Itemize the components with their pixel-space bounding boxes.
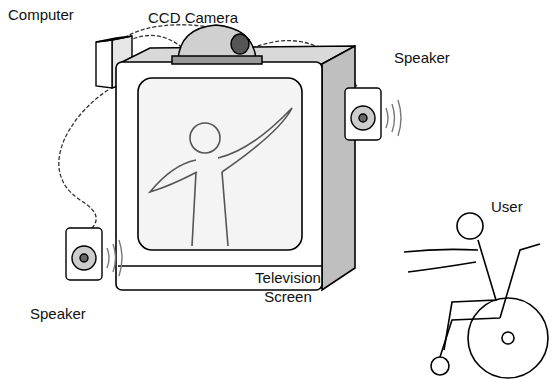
part-label: Speaker bbox=[30, 304, 86, 323]
tv-screen bbox=[138, 78, 302, 250]
speaker-left bbox=[66, 228, 122, 280]
figure-arm bbox=[150, 160, 197, 192]
figure-body bbox=[192, 172, 228, 246]
speaker-cone bbox=[72, 246, 96, 270]
sound-wave bbox=[386, 100, 401, 136]
computer-top bbox=[96, 36, 132, 42]
speaker-right bbox=[345, 88, 401, 140]
user-arm bbox=[404, 249, 478, 272]
computer-front bbox=[96, 40, 112, 88]
camera-base bbox=[172, 56, 262, 64]
wheel bbox=[468, 298, 548, 378]
user-head bbox=[457, 213, 483, 239]
part-label: Speaker bbox=[394, 48, 450, 67]
wheelchair-user bbox=[404, 213, 548, 378]
speaker-cone bbox=[359, 114, 367, 122]
speaker-box bbox=[345, 88, 381, 140]
user-body bbox=[444, 240, 496, 350]
speaker-cone bbox=[80, 254, 88, 262]
tv-base-line bbox=[118, 265, 322, 267]
camera-dome bbox=[178, 25, 256, 60]
speaker-box bbox=[66, 228, 102, 280]
part-label: Computer bbox=[8, 5, 74, 24]
part-label: Television Screen bbox=[246, 268, 330, 306]
sound-wave bbox=[107, 240, 122, 276]
wheel-hub bbox=[502, 332, 514, 344]
television bbox=[116, 46, 355, 290]
ccd-camera bbox=[172, 25, 262, 64]
part-label: User bbox=[491, 197, 523, 216]
figure-head bbox=[190, 123, 220, 153]
figure-arm bbox=[218, 108, 292, 172]
screen-figure bbox=[150, 108, 292, 246]
caster-wheel bbox=[431, 357, 449, 375]
part-label: CCD Camera bbox=[148, 8, 238, 27]
speaker-cone bbox=[351, 106, 375, 130]
tv-front bbox=[116, 62, 322, 290]
tv-side bbox=[322, 46, 355, 290]
cable bbox=[59, 90, 108, 232]
camera-lens bbox=[231, 34, 249, 54]
